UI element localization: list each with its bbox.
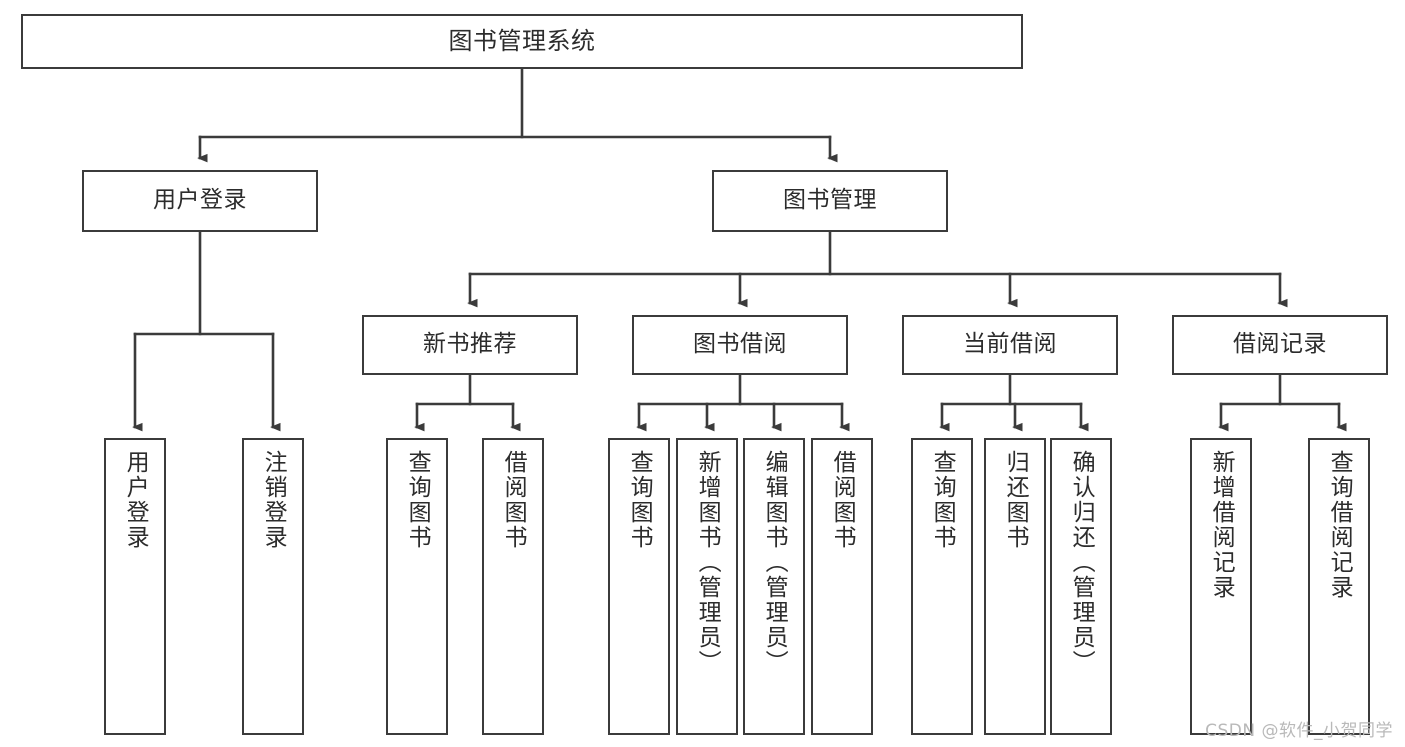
node-user-login[interactable]: 用户登录: [82, 170, 318, 232]
node-leaf-confirm-return[interactable]: 确认归还（管理员）: [1050, 438, 1112, 735]
node-leaf-logout[interactable]: 注销登录: [242, 438, 304, 735]
node-label: 新增借阅记录: [1208, 450, 1235, 600]
node-label: 借阅图书: [500, 450, 527, 550]
node-leaf-query-record[interactable]: 查询借阅记录: [1308, 438, 1370, 735]
node-label: 查询图书: [929, 450, 956, 550]
node-label: 新增图书（管理员）: [694, 450, 721, 675]
node-leaf-add-record[interactable]: 新增借阅记录: [1190, 438, 1252, 735]
node-leaf-query-book-3[interactable]: 查询图书: [911, 438, 973, 735]
node-label: 归还图书: [1002, 450, 1029, 550]
node-label: 查询图书: [626, 450, 653, 550]
node-leaf-query-book-2[interactable]: 查询图书: [608, 438, 670, 735]
node-leaf-query-book-1[interactable]: 查询图书: [386, 438, 448, 735]
node-label: 借阅记录: [1233, 331, 1327, 358]
node-label: 注销登录: [260, 450, 287, 550]
node-leaf-edit-book[interactable]: 编辑图书（管理员）: [743, 438, 805, 735]
node-label: 查询借阅记录: [1326, 450, 1353, 600]
node-leaf-return-book[interactable]: 归还图书: [984, 438, 1046, 735]
node-label: 新书推荐: [423, 331, 517, 358]
node-label: 用户登录: [153, 187, 247, 214]
node-leaf-user-login[interactable]: 用户登录: [104, 438, 166, 735]
node-label: 确认归还（管理员）: [1068, 450, 1095, 675]
csdn-watermark: CSDN @软件_小贺同学: [1205, 721, 1393, 741]
node-label: 查询图书: [404, 450, 431, 550]
node-label: 用户登录: [122, 450, 149, 550]
node-current-borrow[interactable]: 当前借阅: [902, 315, 1118, 375]
node-label: 图书管理系统: [448, 27, 596, 56]
node-leaf-add-book[interactable]: 新增图书（管理员）: [676, 438, 738, 735]
node-root-system[interactable]: 图书管理系统: [21, 14, 1023, 69]
node-leaf-borrow-book-2[interactable]: 借阅图书: [811, 438, 873, 735]
node-borrow-record[interactable]: 借阅记录: [1172, 315, 1388, 375]
node-new-book-recommend[interactable]: 新书推荐: [362, 315, 578, 375]
node-book-borrow[interactable]: 图书借阅: [632, 315, 848, 375]
node-label: 借阅图书: [829, 450, 856, 550]
node-book-manage[interactable]: 图书管理: [712, 170, 948, 232]
node-label: 图书管理: [783, 187, 877, 214]
node-label: 当前借阅: [963, 331, 1057, 358]
node-leaf-borrow-book-1[interactable]: 借阅图书: [482, 438, 544, 735]
node-label: 图书借阅: [693, 331, 787, 358]
node-label: 编辑图书（管理员）: [761, 450, 788, 675]
